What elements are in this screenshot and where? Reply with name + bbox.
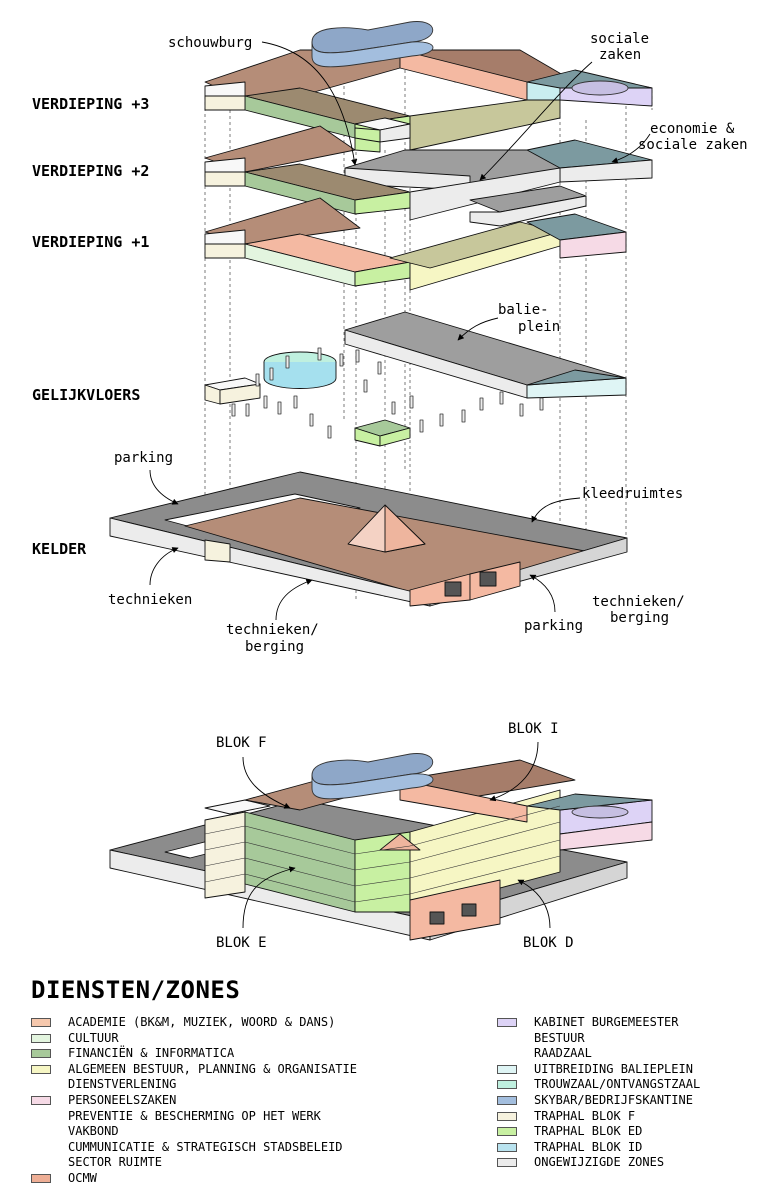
legend-label: CUMMUNICATIE & STRATEGISCH STADSBELEID — [68, 1139, 343, 1154]
block-label-d: BLOK D — [523, 935, 574, 951]
legend-swatch — [497, 1018, 517, 1027]
level-label-ground: GELIJKVLOERS — [32, 386, 140, 404]
annotation-technieken-berging-right-1: technieken/ — [592, 594, 685, 610]
legend-label: TRAPHAL BLOK ED — [534, 1124, 643, 1139]
annotation-economie-2: sociale zaken — [638, 137, 748, 153]
assembled-building — [109, 753, 653, 941]
annotation-sociale-zaken-2: zaken — [599, 47, 641, 63]
legend-label: TRAPHAL BLOK F — [534, 1108, 636, 1123]
block-label-e: BLOK E — [216, 935, 267, 951]
legend-label: FINANCIËN & INFORMATICA — [68, 1046, 235, 1061]
legend-label: CULTUUR — [68, 1030, 119, 1045]
leader-arrows — [149, 41, 651, 929]
legend-swatch — [31, 1173, 51, 1183]
legend-label: BESTUUR — [534, 1030, 585, 1045]
legend-label: PREVENTIE & BESCHERMING OP HET WERK — [68, 1108, 321, 1123]
annotation-kleedruimtes: kleedruimtes — [582, 486, 683, 502]
level-label-plus-1: VERDIEPING +1 — [32, 233, 149, 251]
legend-title: DIENSTEN/ZONES — [31, 976, 241, 1004]
annotation-balieplein-1: balie- — [498, 302, 549, 318]
annotation-parking-left: parking — [114, 450, 173, 466]
legend-label: TROUWZAAL/ONTVANGSTZAAL — [534, 1077, 701, 1092]
legend-label: KABINET BURGEMEESTER — [534, 1015, 679, 1029]
legend-swatch — [497, 1080, 517, 1090]
annotation-schouwburg: schouwburg — [168, 35, 252, 51]
legend-label: UITBREIDING BALIEPLEIN — [534, 1061, 693, 1076]
legend-swatch — [497, 1158, 517, 1168]
legend-label: ALGEMEEN BESTUUR, PLANNING & ORGANISATIE — [68, 1061, 357, 1076]
floor-plus-1 — [204, 197, 627, 291]
ground-floor — [204, 311, 627, 447]
columns — [231, 347, 544, 439]
annotation-parking-right: parking — [524, 618, 583, 634]
level-label-basement: KELDER — [32, 540, 87, 558]
legend-label: SECTOR RUIMTE — [68, 1155, 162, 1170]
annotation-technieken-berging-right-2: berging — [610, 610, 669, 626]
legend-swatch — [31, 1049, 51, 1059]
annotation-sociale-zaken-1: sociale — [590, 31, 649, 47]
legend-swatch — [31, 1033, 51, 1043]
level-label-plus-2: VERDIEPING +2 — [32, 162, 149, 180]
annotation-balieplein-2: plein — [518, 319, 560, 335]
legend-label: ACADEMIE (BK&M, MUZIEK, WOORD & DANS) — [68, 1015, 336, 1029]
annotation-technieken-berging-mid-1: technieken/ — [226, 622, 319, 638]
basement — [109, 471, 628, 607]
level-label-plus-3: VERDIEPING +3 — [32, 95, 149, 113]
legend-label: VAKBOND — [68, 1124, 119, 1139]
block-label-f: BLOK F — [216, 735, 267, 751]
legend-swatch — [497, 1095, 517, 1105]
annotation-technieken: technieken — [108, 592, 192, 608]
legend-label: TRAPHAL BLOK ID — [534, 1139, 643, 1154]
legend-label: OCMW — [68, 1170, 97, 1185]
legend-swatch — [497, 1127, 517, 1137]
annotation-economie-1: economie & — [650, 121, 735, 137]
legend-swatch — [31, 1095, 51, 1105]
legend-swatch — [497, 1064, 517, 1074]
legend-swatch — [31, 1064, 51, 1074]
legend-label: RAADZAAL — [534, 1046, 592, 1061]
legend-label: ONGEWIJZIGDE ZONES — [534, 1155, 665, 1170]
block-label-i: BLOK I — [508, 721, 559, 737]
annotation-technieken-berging-mid-2: berging — [245, 639, 304, 655]
floor-plus-3 — [204, 21, 653, 153]
legend-label: SKYBAR/BEDRIJFSKANTINE — [534, 1092, 693, 1107]
legend-label: PERSONEELSZAKEN — [68, 1092, 177, 1107]
legend-label: DIENSTVERLENING — [68, 1077, 177, 1092]
legend-swatch — [497, 1142, 517, 1152]
legend-swatch — [31, 1018, 51, 1027]
legend-swatch — [497, 1111, 517, 1121]
floor-plus-2 — [204, 125, 653, 227]
